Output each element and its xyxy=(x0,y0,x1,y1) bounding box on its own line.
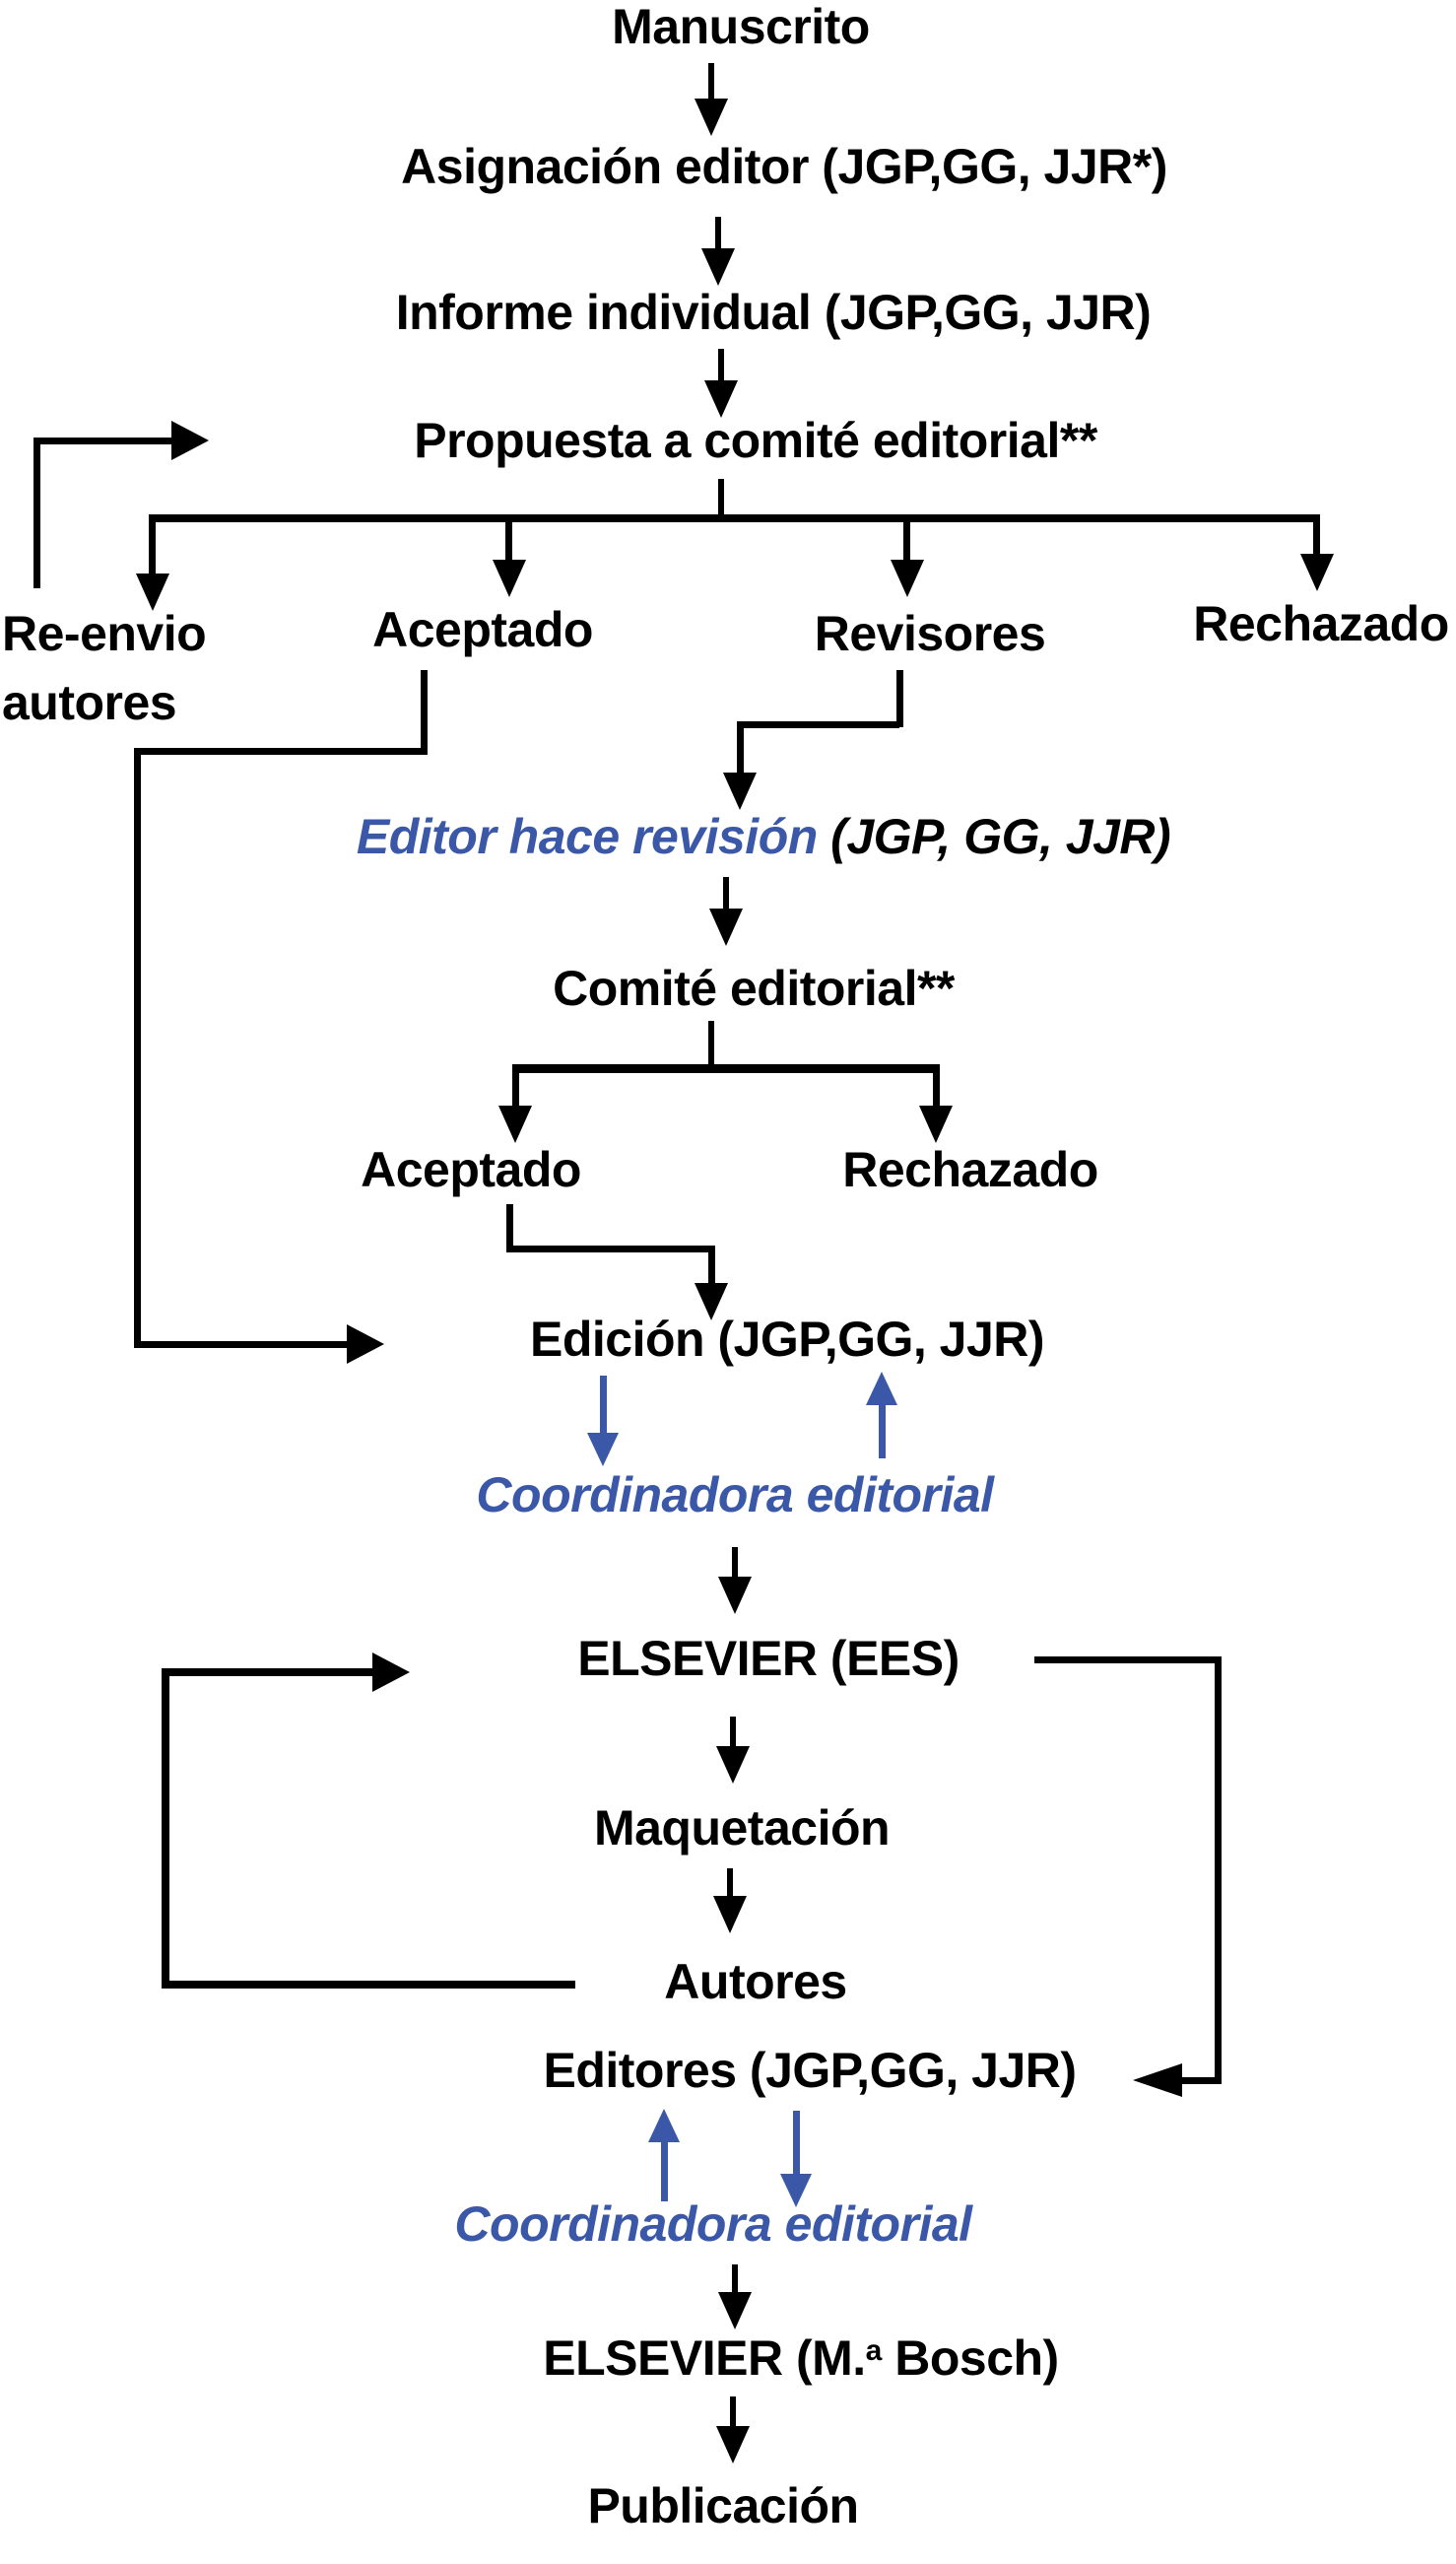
arrowhead-down-elsevier-ees xyxy=(718,1577,752,1614)
elsevier-bosch-pre: ELSEVIER (M. xyxy=(543,2330,866,2386)
connector-blue-up-2 xyxy=(661,2142,668,2201)
connector-coordinadora2-elsevier xyxy=(732,2264,738,2292)
arrowhead-down-rechazado2 xyxy=(919,1106,953,1143)
connector-drop-rechazado2 xyxy=(933,1064,940,1106)
connector-maquetacion-autores xyxy=(727,1868,733,1896)
node-revisores: Revisores xyxy=(814,606,1046,661)
connector-revisores-horiz xyxy=(737,721,899,728)
connector-aceptado1-horiz xyxy=(134,748,428,755)
connector-branch-bar-1 xyxy=(150,514,1318,522)
node-elsevier-ees: ELSEVIER (EES) xyxy=(577,1631,960,1686)
arrowhead-down-asignacion xyxy=(695,99,728,136)
node-aceptado-2: Aceptado xyxy=(361,1142,581,1197)
connector-propuesta-stem xyxy=(718,479,724,518)
elsevier-bosch-post: Bosch) xyxy=(881,2330,1059,2386)
node-autores: Autores xyxy=(664,1954,847,2009)
connector-branch-bar-2 xyxy=(515,1064,939,1073)
node-editores: Editores (JGP,GG, JJR) xyxy=(543,2043,1077,2098)
arrowhead-blue-up-editores xyxy=(648,2109,680,2142)
node-reenvio-line2: autores xyxy=(2,675,177,730)
node-publicacion: Publicación xyxy=(587,2478,859,2533)
connector-blue-down-2 xyxy=(793,2111,800,2174)
arrowhead-down-rechazado1 xyxy=(1300,554,1334,591)
arrowhead-right-edicion xyxy=(347,1324,384,1364)
connector-aceptado1-long-vertical xyxy=(134,748,141,1347)
node-maquetacion: Maquetación xyxy=(593,1800,891,1856)
connector-editor-comite xyxy=(723,877,729,909)
connector-drop-aceptado2 xyxy=(512,1064,519,1106)
arrowhead-down-reenvio xyxy=(136,574,169,611)
connector-revisores-drop xyxy=(737,721,744,773)
connector-blue-up-1 xyxy=(879,1405,886,1458)
connector-blue-down-1 xyxy=(600,1376,607,1433)
arrowhead-down-publicacion xyxy=(716,2426,750,2463)
connector-manuscrito-asignacion xyxy=(708,63,714,99)
node-edicion: Edición (JGP,GG, JJR) xyxy=(529,1312,1045,1367)
connector-reenvio-loop-top xyxy=(33,438,171,444)
arrowhead-blue-up-edicion xyxy=(866,1372,897,1405)
editor-revision-blue-text: Editor hace revisión xyxy=(356,809,818,864)
node-asignacion-editor: Asignación editor (JGP,GG, JJR*) xyxy=(401,139,1167,194)
node-editor-hace-revision: Editor hace revisión (JGP, GG, JJR) xyxy=(356,809,1171,864)
connector-autores-loop-side xyxy=(162,1668,169,1986)
node-informe-individual: Informe individual (JGP,GG, JJR) xyxy=(395,285,1152,340)
connector-autores-loop-bottom xyxy=(162,1981,575,1989)
arrowhead-down-editor-revision xyxy=(723,773,757,810)
arrowhead-blue-down-coordinadora1 xyxy=(587,1433,619,1466)
arrowhead-left-editores xyxy=(1133,2063,1182,2097)
connector-reenvio-loop-side xyxy=(33,438,40,588)
connector-elsevier-loop-side xyxy=(1215,1656,1222,2080)
arrowhead-down-maquetacion xyxy=(716,1746,750,1784)
editor-revision-black-text: (JGP, GG, JJR) xyxy=(817,809,1171,864)
connector-coordinadora1-elsevier xyxy=(732,1547,738,1577)
connector-aceptado2-stub xyxy=(506,1204,513,1251)
arrowhead-down-informe xyxy=(701,248,735,286)
arrowhead-down-elsevier-bosch xyxy=(718,2292,752,2329)
connector-informe-propuesta xyxy=(718,349,724,380)
connector-aceptado1-stub xyxy=(421,670,428,751)
node-elsevier-bosch: ELSEVIER (M.a Bosch) xyxy=(543,2330,1059,2386)
arrowhead-down-edicion xyxy=(695,1283,728,1320)
node-rechazado-2: Rechazado xyxy=(842,1142,1098,1197)
node-rechazado-1: Rechazado xyxy=(1193,596,1449,651)
connector-revisores-stub xyxy=(896,670,903,727)
node-aceptado-1: Aceptado xyxy=(372,602,593,657)
arrowhead-down-autores xyxy=(713,1896,747,1933)
arrowhead-right-propuesta xyxy=(171,421,209,460)
arrowhead-right-elsevier-ees xyxy=(372,1653,410,1692)
node-comite-editorial: Comité editorial** xyxy=(553,961,955,1016)
node-manuscrito: Manuscrito xyxy=(612,0,870,54)
connector-asignacion-informe xyxy=(715,217,721,248)
connector-drop-rechazado1 xyxy=(1313,514,1320,554)
connector-elsevier-loop-top xyxy=(1034,1656,1222,1663)
arrowhead-down-aceptado2 xyxy=(498,1106,532,1143)
elsevier-bosch-superscript: a xyxy=(865,2334,883,2367)
connector-comite-stem xyxy=(708,1021,714,1068)
node-coordinadora-editorial-1: Coordinadora editorial xyxy=(476,1467,994,1522)
node-reenvio-line1: Re-envio xyxy=(2,606,207,661)
node-coordinadora-editorial-2: Coordinadora editorial xyxy=(454,2196,972,2252)
connector-drop-aceptado1 xyxy=(505,514,512,560)
node-propuesta-comite: Propuesta a comité editorial** xyxy=(414,413,1097,468)
arrowhead-down-revisores xyxy=(891,560,924,597)
connector-drop-reenvio xyxy=(149,514,156,574)
connector-elsevier-publicacion xyxy=(730,2396,736,2426)
connector-aceptado1-into-edicion xyxy=(134,1341,349,1348)
arrowhead-down-comite xyxy=(709,909,743,946)
connector-autores-loop-top xyxy=(162,1668,372,1676)
connector-aceptado2-horiz xyxy=(506,1246,715,1252)
connector-aceptado2-drop xyxy=(708,1246,715,1283)
connector-drop-revisores xyxy=(903,514,910,560)
connector-elsevier-loop-bottom xyxy=(1182,2077,1222,2084)
arrowhead-blue-down-coordinadora2 xyxy=(780,2174,812,2207)
arrowhead-down-aceptado1 xyxy=(493,560,526,597)
connector-elsevier-maquetacion xyxy=(730,1717,736,1746)
arrowhead-down-propuesta xyxy=(704,380,738,418)
